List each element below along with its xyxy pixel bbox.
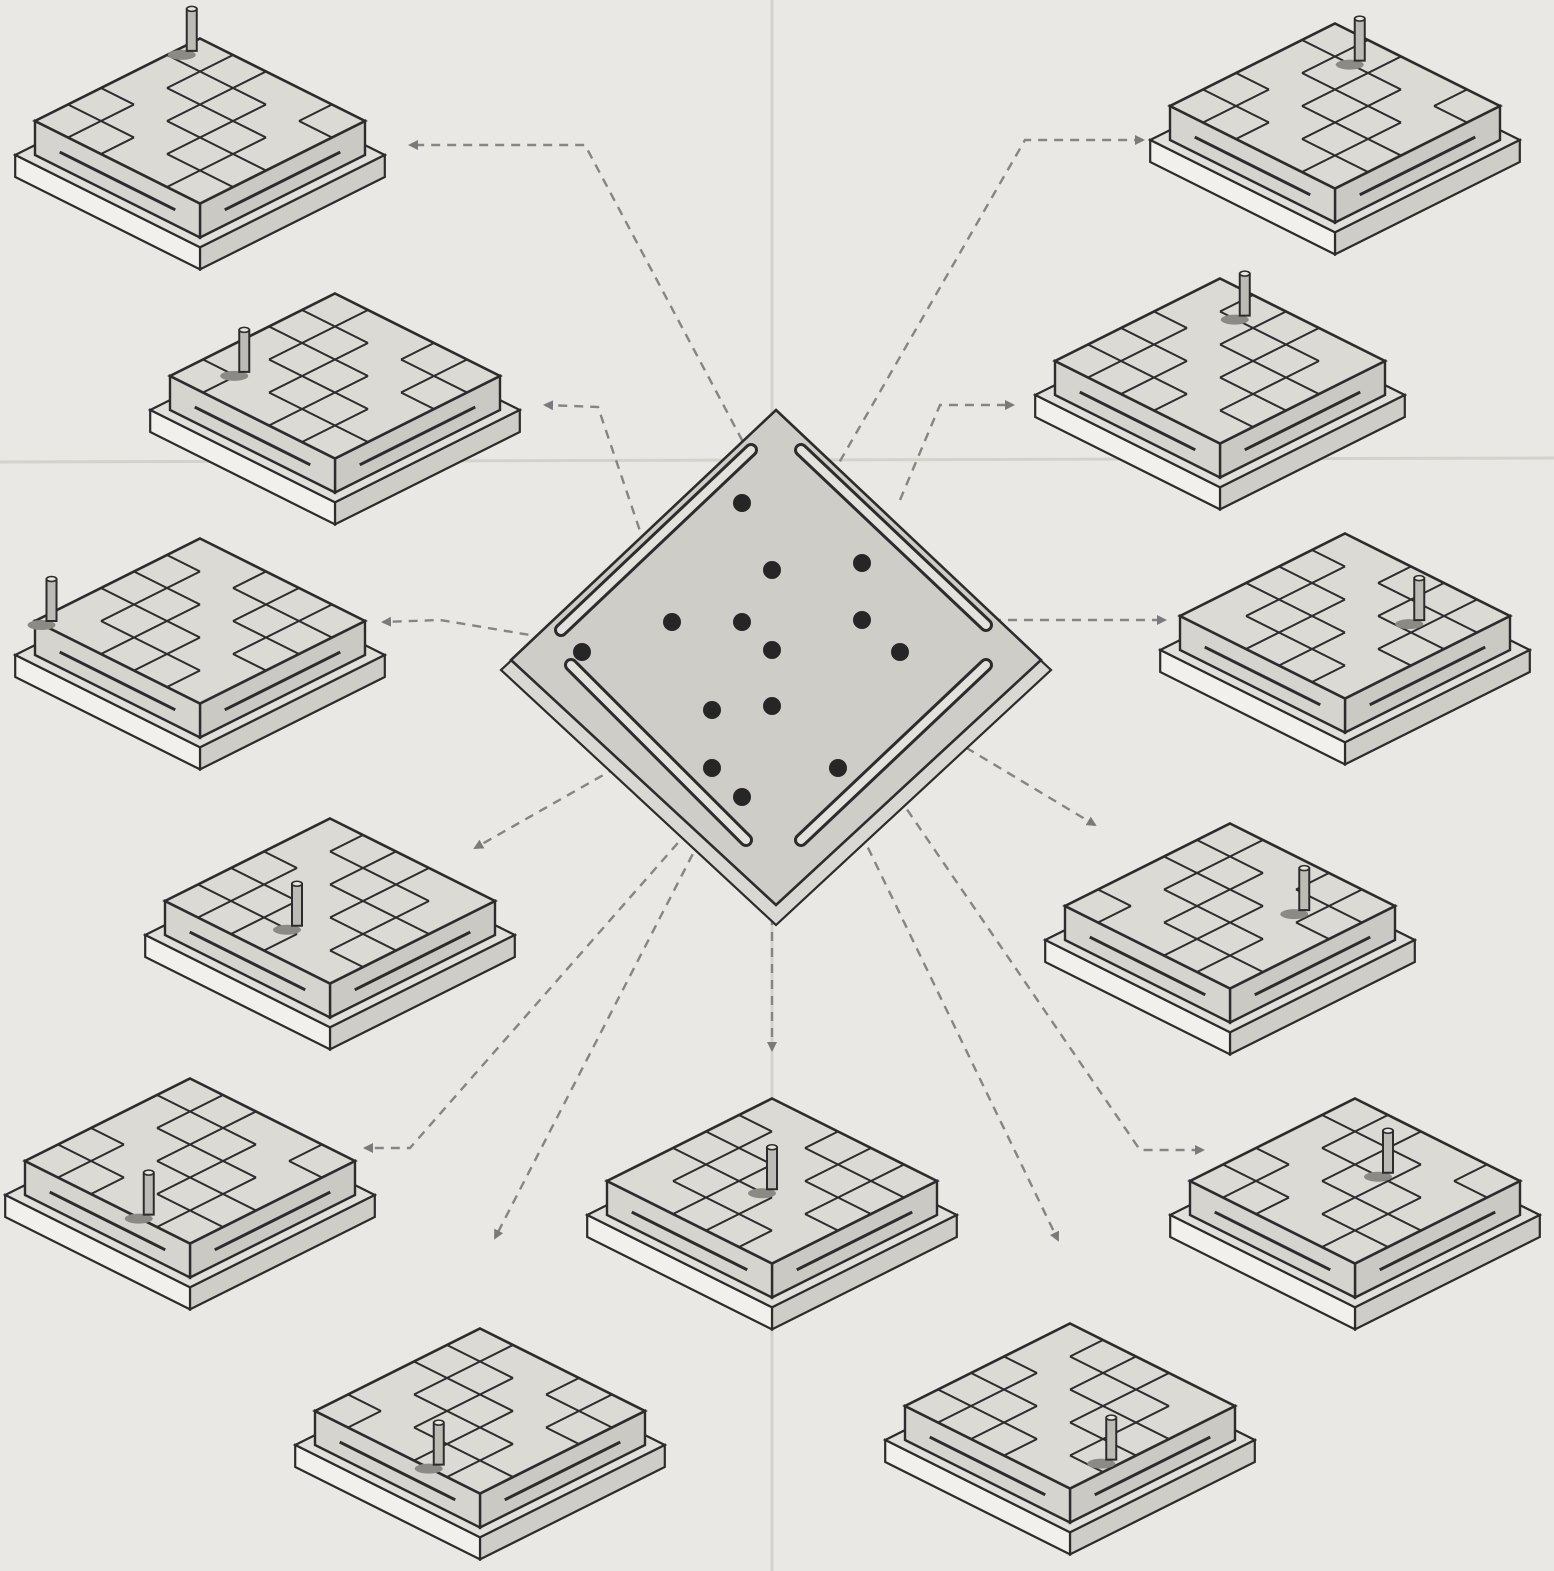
peg-hole [891, 643, 909, 661]
peg-cap [144, 1170, 154, 1175]
peg [1383, 1131, 1393, 1173]
peg-cap [47, 577, 57, 582]
peg [144, 1173, 154, 1215]
dashed-arrow [900, 405, 1013, 500]
peg-hole [853, 554, 871, 572]
peg-hole [763, 641, 781, 659]
peg-cap [1299, 866, 1309, 871]
solution-13 [1150, 16, 1520, 254]
peg-cap [1355, 16, 1365, 21]
solution-3 [15, 539, 385, 770]
peg-cap [1106, 1415, 1116, 1420]
solution-1 [15, 6, 385, 269]
peg [187, 9, 197, 51]
peg-cap [187, 6, 197, 11]
peg-hole [733, 613, 751, 631]
peg-cap [239, 327, 249, 332]
peg [1106, 1418, 1116, 1460]
peg [292, 884, 302, 926]
solution-10 [1045, 824, 1415, 1055]
peg-board [501, 410, 1051, 925]
peg-hole [733, 788, 751, 806]
solution-4 [145, 819, 515, 1050]
solution-5 [5, 1079, 375, 1310]
peg [1414, 578, 1424, 620]
peg-cap [292, 881, 302, 886]
peg-hole [733, 494, 751, 512]
peg-hole [853, 611, 871, 629]
solution-8 [885, 1324, 1255, 1555]
solution-12 [1035, 271, 1405, 509]
peg-hole [703, 759, 721, 777]
peg [1355, 19, 1365, 61]
peg [1299, 868, 1309, 910]
solution-11 [1160, 534, 1530, 765]
solution-9 [1170, 1099, 1540, 1330]
peg-hole [703, 701, 721, 719]
solution-6 [295, 1329, 665, 1560]
solution-2 [150, 294, 520, 525]
peg [434, 1423, 444, 1465]
peg-cap [1414, 576, 1424, 581]
peg-hole [829, 759, 847, 777]
peg-hole [663, 613, 681, 631]
peg-hole [763, 697, 781, 715]
peg-cap [767, 1145, 777, 1150]
peg-cap [434, 1420, 444, 1425]
peg-hole [763, 561, 781, 579]
peg [239, 330, 249, 372]
peg-cap [1383, 1128, 1393, 1133]
peg [47, 579, 57, 621]
peg [1240, 274, 1250, 316]
peg-hole [573, 643, 591, 661]
peg-cap [1240, 271, 1250, 276]
solution-7 [587, 1099, 957, 1330]
peg [767, 1147, 777, 1189]
dashed-arrow [383, 620, 560, 640]
